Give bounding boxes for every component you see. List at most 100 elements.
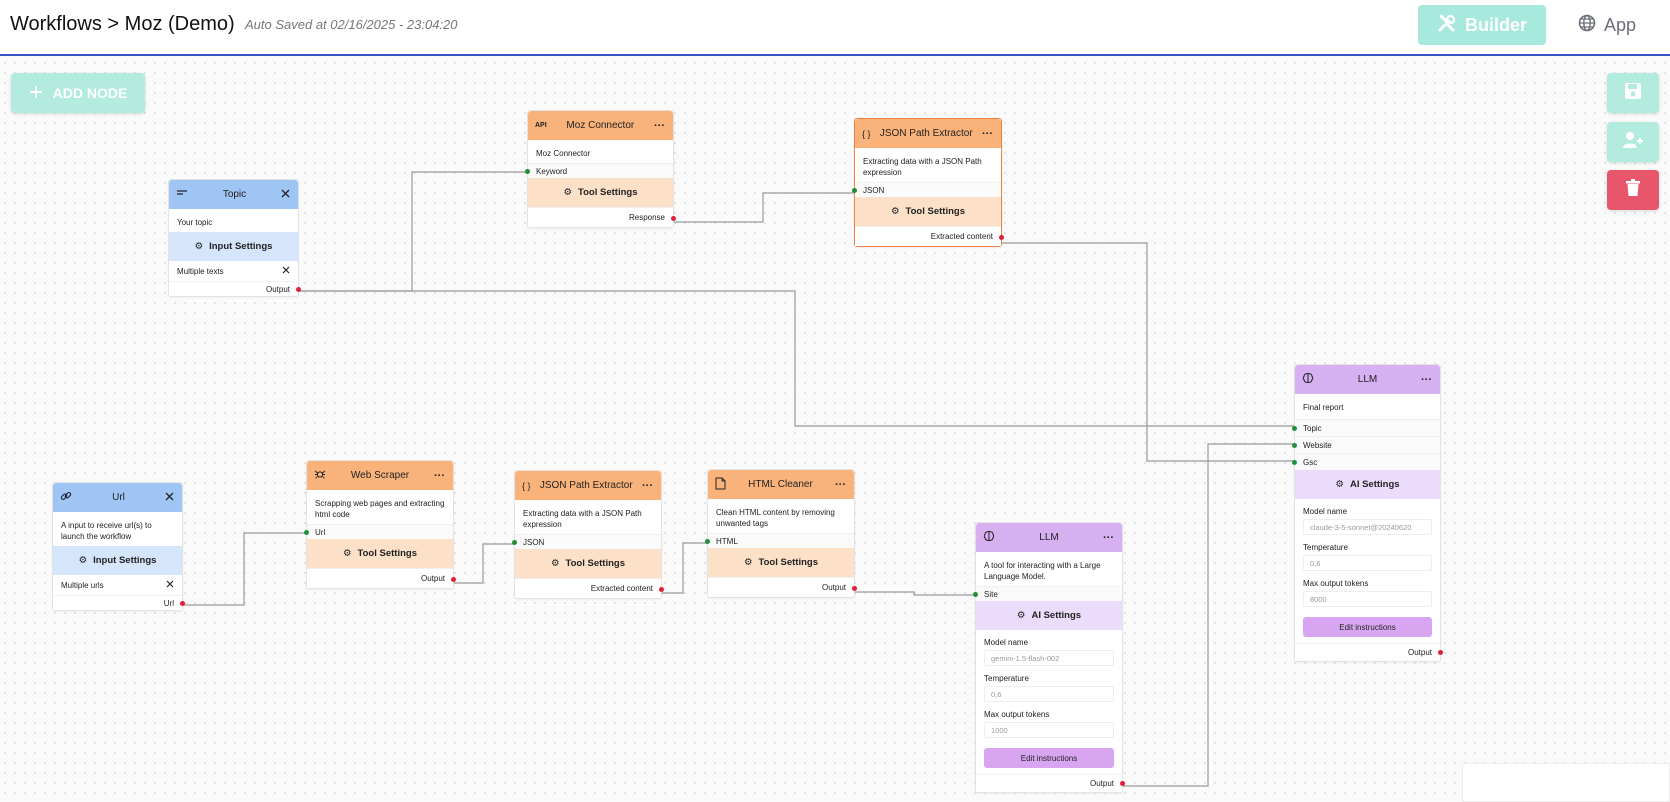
- gear-icon: ⚙: [1335, 479, 1344, 490]
- input-handle[interactable]: [1292, 443, 1297, 448]
- node-description: Extracting data with a JSON Path express…: [863, 157, 982, 177]
- delete-button[interactable]: [1607, 170, 1659, 210]
- input-handle-row: Keyword: [525, 163, 673, 178]
- more-options-icon[interactable]: ···: [835, 478, 846, 491]
- node-header[interactable]: Topic: [169, 180, 298, 209]
- output-label: Output: [1407, 648, 1432, 657]
- output-handle[interactable]: [296, 287, 301, 292]
- node-url[interactable]: Url A input to receive url(s) to launch …: [52, 482, 185, 611]
- link-icon: [60, 490, 72, 505]
- temperature-input[interactable]: 0,6: [1303, 555, 1432, 571]
- input-handle[interactable]: [1292, 426, 1297, 431]
- temperature-input[interactable]: 0,6: [984, 686, 1114, 702]
- output-handle[interactable]: [451, 577, 456, 582]
- node-header[interactable]: Url: [53, 483, 182, 512]
- max-tokens-input[interactable]: 8000: [1303, 591, 1432, 607]
- user-plus-icon: [1622, 130, 1644, 155]
- close-icon[interactable]: [165, 492, 174, 504]
- model-name-input[interactable]: claude-3-5-sonnet@20240620: [1303, 519, 1432, 535]
- globe-icon: [1578, 14, 1596, 37]
- edit-instructions-button[interactable]: Edit instructions: [984, 748, 1114, 768]
- output-handle[interactable]: [180, 601, 185, 606]
- node-header[interactable]: { } JSON Path Extractor ···: [855, 119, 1001, 148]
- output-handle[interactable]: [1120, 781, 1125, 786]
- settings-label: AI Settings: [1349, 479, 1400, 490]
- input-handle-row: HTML: [705, 533, 854, 548]
- spider-icon: [314, 468, 326, 483]
- max-tokens-input[interactable]: 1000: [984, 722, 1114, 738]
- tool-settings-button[interactable]: ⚙Tool Settings: [855, 197, 1001, 226]
- more-options-icon[interactable]: ···: [654, 119, 665, 132]
- node-title: LLM: [1357, 374, 1378, 385]
- input-handle-row: Site: [973, 586, 1122, 601]
- node-header[interactable]: Web Scraper ···: [307, 461, 453, 490]
- output-handle-row: Url: [53, 595, 185, 610]
- input-handle[interactable]: [304, 530, 309, 535]
- output-handle[interactable]: [999, 235, 1004, 240]
- node-title: Web Scraper: [350, 470, 410, 481]
- edit-instructions-button[interactable]: Edit instructions: [1303, 617, 1432, 637]
- node-web-scraper[interactable]: Web Scraper ··· Scrapping web pages and …: [304, 460, 456, 589]
- node-llm-site[interactable]: LLM ··· A tool for interacting with a La…: [973, 522, 1125, 793]
- output-handle[interactable]: [671, 216, 676, 221]
- close-icon[interactable]: [281, 189, 290, 201]
- input-handle[interactable]: [512, 540, 517, 545]
- output-handle[interactable]: [659, 587, 664, 592]
- settings-label: Input Settings: [93, 555, 157, 566]
- input-handle[interactable]: [705, 539, 710, 544]
- api-icon: API: [535, 122, 547, 129]
- input-handle[interactable]: [973, 592, 978, 597]
- model-name-input[interactable]: gemini-1.5-flash-002: [984, 650, 1114, 666]
- ai-settings-button[interactable]: ⚙ AI Settings: [1295, 470, 1440, 499]
- text-lines-icon: [176, 189, 188, 200]
- node-description: Clean HTML content by removing unwanted …: [716, 508, 835, 528]
- builder-button[interactable]: Builder: [1418, 5, 1546, 45]
- add-user-button[interactable]: [1607, 122, 1659, 162]
- node-header[interactable]: LLM ···: [1295, 365, 1440, 394]
- node-header[interactable]: API Moz Connector ···: [528, 111, 673, 140]
- add-node-button[interactable]: ADD NODE: [11, 73, 145, 113]
- more-options-icon[interactable]: ···: [982, 127, 993, 140]
- node-header[interactable]: { } JSON Path Extractor ···: [515, 471, 661, 500]
- more-options-icon[interactable]: ···: [1103, 531, 1114, 544]
- node-json-path-extractor-top[interactable]: { } JSON Path Extractor ··· Extracting d…: [852, 118, 1004, 247]
- node-json-path-extractor-bottom[interactable]: { } JSON Path Extractor ··· Extracting d…: [512, 470, 664, 599]
- more-options-icon[interactable]: ···: [642, 479, 653, 492]
- input-handle-row-topic: Topic: [1292, 419, 1440, 436]
- multiple-urls-label: Multiple urls: [61, 580, 104, 590]
- app-button[interactable]: App: [1578, 13, 1636, 37]
- temperature-label: Temperature: [1303, 543, 1348, 552]
- node-header[interactable]: HTML Cleaner ···: [708, 470, 854, 499]
- node-llm-final-report[interactable]: LLM ··· Final report Topic Website Gsc ⚙…: [1292, 364, 1443, 662]
- minimap-panel[interactable]: [1462, 763, 1670, 802]
- tool-settings-button[interactable]: ⚙Tool Settings: [708, 548, 854, 577]
- input-handle[interactable]: [852, 188, 857, 193]
- tool-settings-button[interactable]: ⚙Tool Settings: [515, 549, 661, 578]
- close-icon[interactable]: [166, 580, 174, 590]
- output-handle[interactable]: [852, 586, 857, 591]
- output-label: Response: [628, 213, 665, 222]
- input-handle[interactable]: [525, 169, 530, 174]
- multiple-texts-label: Multiple texts: [177, 266, 224, 276]
- node-moz-connector[interactable]: API Moz Connector ··· Moz Connector Keyw…: [525, 110, 676, 228]
- node-html-cleaner[interactable]: HTML Cleaner ··· Clean HTML content by r…: [705, 469, 857, 598]
- node-topic[interactable]: Topic Your topic ⚙Input Settings Multipl…: [168, 179, 301, 297]
- breadcrumb[interactable]: Workflows > Moz (Demo): [10, 13, 235, 35]
- node-header[interactable]: LLM ···: [976, 523, 1122, 552]
- more-options-icon[interactable]: ···: [1421, 373, 1432, 386]
- close-icon[interactable]: [282, 266, 290, 276]
- max-tokens-label: Max output tokens: [1303, 579, 1369, 588]
- more-options-icon[interactable]: ···: [434, 469, 445, 482]
- save-button[interactable]: [1607, 73, 1659, 113]
- tool-settings-button[interactable]: ⚙Tool Settings: [528, 178, 673, 207]
- output-handle[interactable]: [1438, 650, 1443, 655]
- input-settings-button[interactable]: ⚙Input Settings: [169, 232, 298, 261]
- output-label: Output: [1089, 779, 1114, 788]
- tool-settings-button[interactable]: ⚙Tool Settings: [307, 539, 453, 568]
- output-handle-row: Output: [169, 281, 301, 296]
- input-handle[interactable]: [1292, 460, 1297, 465]
- node-title: JSON Path Extractor: [539, 480, 633, 491]
- input-settings-button[interactable]: ⚙Input Settings: [53, 546, 182, 575]
- ai-settings-button[interactable]: ⚙AI Settings: [976, 601, 1122, 630]
- settings-label: Tool Settings: [565, 558, 625, 569]
